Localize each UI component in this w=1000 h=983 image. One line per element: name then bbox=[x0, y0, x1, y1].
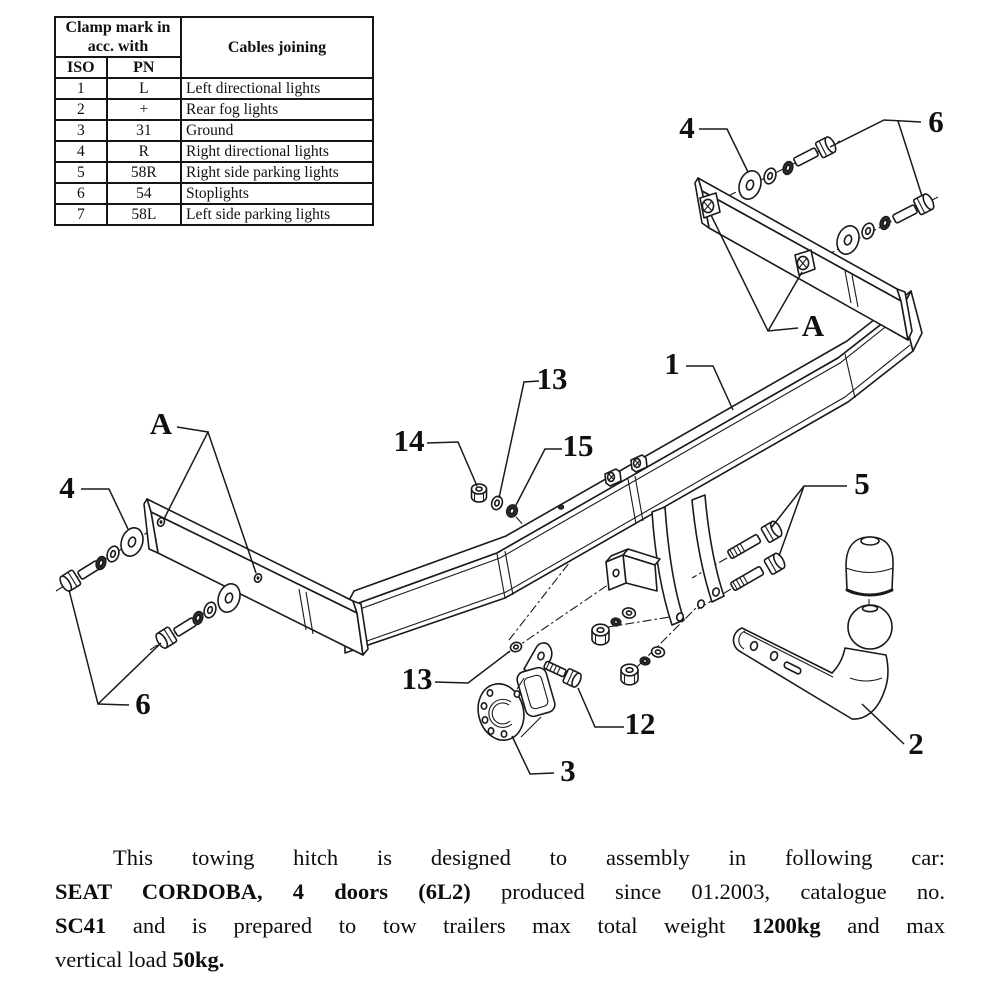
callout-label: 1 bbox=[664, 346, 680, 381]
hex-bolt-head bbox=[814, 136, 837, 159]
pn-cell: 58L bbox=[105, 203, 183, 226]
socket-plate bbox=[477, 641, 582, 741]
iso-cell: 1 bbox=[54, 77, 108, 100]
hex-bolt-head bbox=[912, 193, 935, 216]
callout-label: 4 bbox=[59, 470, 75, 505]
table-header-row: Clamp mark in acc. with Cables joining bbox=[54, 16, 374, 79]
wiring-table: Clamp mark in acc. with Cables joining I… bbox=[54, 16, 374, 226]
callout-label: 5 bbox=[854, 466, 870, 501]
car-model-text: SEAT CORDOBA, 4 doors (6L2) bbox=[55, 879, 471, 904]
cable-cell: Left side parking lights bbox=[180, 203, 374, 226]
table-row: 1 L Left directional lights bbox=[54, 77, 374, 100]
max-weight-text: 1200kg bbox=[751, 913, 821, 938]
bolt-12 bbox=[543, 660, 582, 688]
nut-washer-group-mid bbox=[470, 483, 519, 518]
right-mounting-plate bbox=[694, 177, 913, 341]
iso-cell: 6 bbox=[54, 182, 108, 205]
washer-icon bbox=[509, 641, 523, 653]
table-row: 7 58L Left side parking lights bbox=[54, 203, 374, 226]
bolt-washer-stack-top-2 bbox=[836, 193, 935, 255]
clamp-nut-icon bbox=[630, 454, 648, 473]
bolt-washer-stack-left-1 bbox=[59, 527, 144, 592]
callout-label: 14 bbox=[394, 423, 425, 458]
support-plates bbox=[651, 494, 725, 626]
table-row: 4 R Right directional lights bbox=[54, 140, 374, 163]
table-subheader-row: ISO PN bbox=[54, 56, 373, 79]
callout-label: 13 bbox=[537, 361, 568, 396]
bolts-ball-mount bbox=[727, 520, 786, 591]
iso-column-header: ISO bbox=[54, 56, 108, 79]
table-row: 3 31 Ground bbox=[54, 119, 374, 142]
hex-bolt-head bbox=[155, 626, 178, 649]
callout-label: 6 bbox=[928, 104, 944, 139]
description-line: vertical load 50kg. bbox=[55, 947, 225, 972]
left-mounting-plate bbox=[143, 498, 369, 656]
angle-bracket bbox=[605, 548, 661, 592]
pn-cell: L bbox=[105, 77, 183, 100]
cable-cell: Right directional lights bbox=[180, 140, 374, 163]
callout-label: 13 bbox=[402, 661, 433, 696]
description-line: SEAT CORDOBA, 4 doors (6L2) produced sin… bbox=[55, 879, 945, 904]
ball-coupling bbox=[732, 536, 894, 720]
pn-cell: R bbox=[105, 140, 183, 163]
bolt-washer-stack-top-1 bbox=[738, 136, 837, 200]
nut-washer-stack-a bbox=[591, 607, 637, 646]
cable-cell: Right side parking lights bbox=[180, 161, 374, 184]
clamp-mark-header: Clamp mark in acc. with bbox=[54, 16, 182, 58]
crossbar bbox=[344, 290, 923, 654]
cable-cell: Rear fog lights bbox=[180, 98, 374, 121]
catalogue-number-text: SC41 bbox=[55, 913, 107, 938]
table-row: 6 54 Stoplights bbox=[54, 182, 374, 205]
callout-label: 6 bbox=[135, 686, 151, 721]
max-vertical-load-text: 50kg. bbox=[172, 947, 225, 972]
table-row: 5 58R Right side parking lights bbox=[54, 161, 374, 184]
nut-washer-stack-b bbox=[620, 646, 666, 686]
callout-label: A bbox=[150, 406, 173, 441]
pn-cell: 54 bbox=[105, 182, 183, 205]
callout-label: 15 bbox=[563, 428, 594, 463]
description-line: SC41 and is prepared to tow trailers max… bbox=[55, 913, 945, 938]
pn-cell: 58R bbox=[105, 161, 183, 184]
table-row: 2 + Rear fog lights bbox=[54, 98, 374, 121]
iso-cell: 2 bbox=[54, 98, 108, 121]
callout-label: 3 bbox=[560, 753, 576, 788]
pn-cell: 31 bbox=[105, 119, 183, 142]
cable-cell: Stoplights bbox=[180, 182, 374, 205]
callouts: 4 6 A 1 13 14 15 A 4 6 5 13 12 3 2 bbox=[59, 104, 944, 788]
iso-cell: 3 bbox=[54, 119, 108, 142]
hex-bolt-head bbox=[562, 668, 582, 688]
hex-bolt-head bbox=[59, 569, 82, 592]
callout-label: 4 bbox=[679, 110, 695, 145]
callout-label: 2 bbox=[908, 726, 924, 761]
iso-cell: 7 bbox=[54, 203, 108, 226]
iso-cell: 5 bbox=[54, 161, 108, 184]
cables-joining-header: Cables joining bbox=[180, 16, 374, 79]
clamp-nut-icon bbox=[604, 468, 622, 487]
pn-cell: + bbox=[105, 98, 183, 121]
iso-cell: 4 bbox=[54, 140, 108, 163]
cable-cell: Ground bbox=[180, 119, 374, 142]
bolt-washer-stack-left-2 bbox=[155, 583, 241, 649]
description-text: This towing hitch is designed to assembl… bbox=[55, 841, 945, 977]
hex-bolt-head bbox=[760, 520, 783, 543]
pn-column-header: PN bbox=[105, 56, 183, 79]
description-line: This towing hitch is designed to assembl… bbox=[113, 845, 945, 870]
callout-label: 12 bbox=[625, 706, 656, 741]
cable-cell: Left directional lights bbox=[180, 77, 374, 100]
clamp-nut-icon bbox=[794, 249, 816, 276]
clamp-nut-icon bbox=[699, 192, 721, 219]
hex-bolt-head bbox=[763, 552, 786, 575]
callout-label: A bbox=[802, 308, 825, 343]
